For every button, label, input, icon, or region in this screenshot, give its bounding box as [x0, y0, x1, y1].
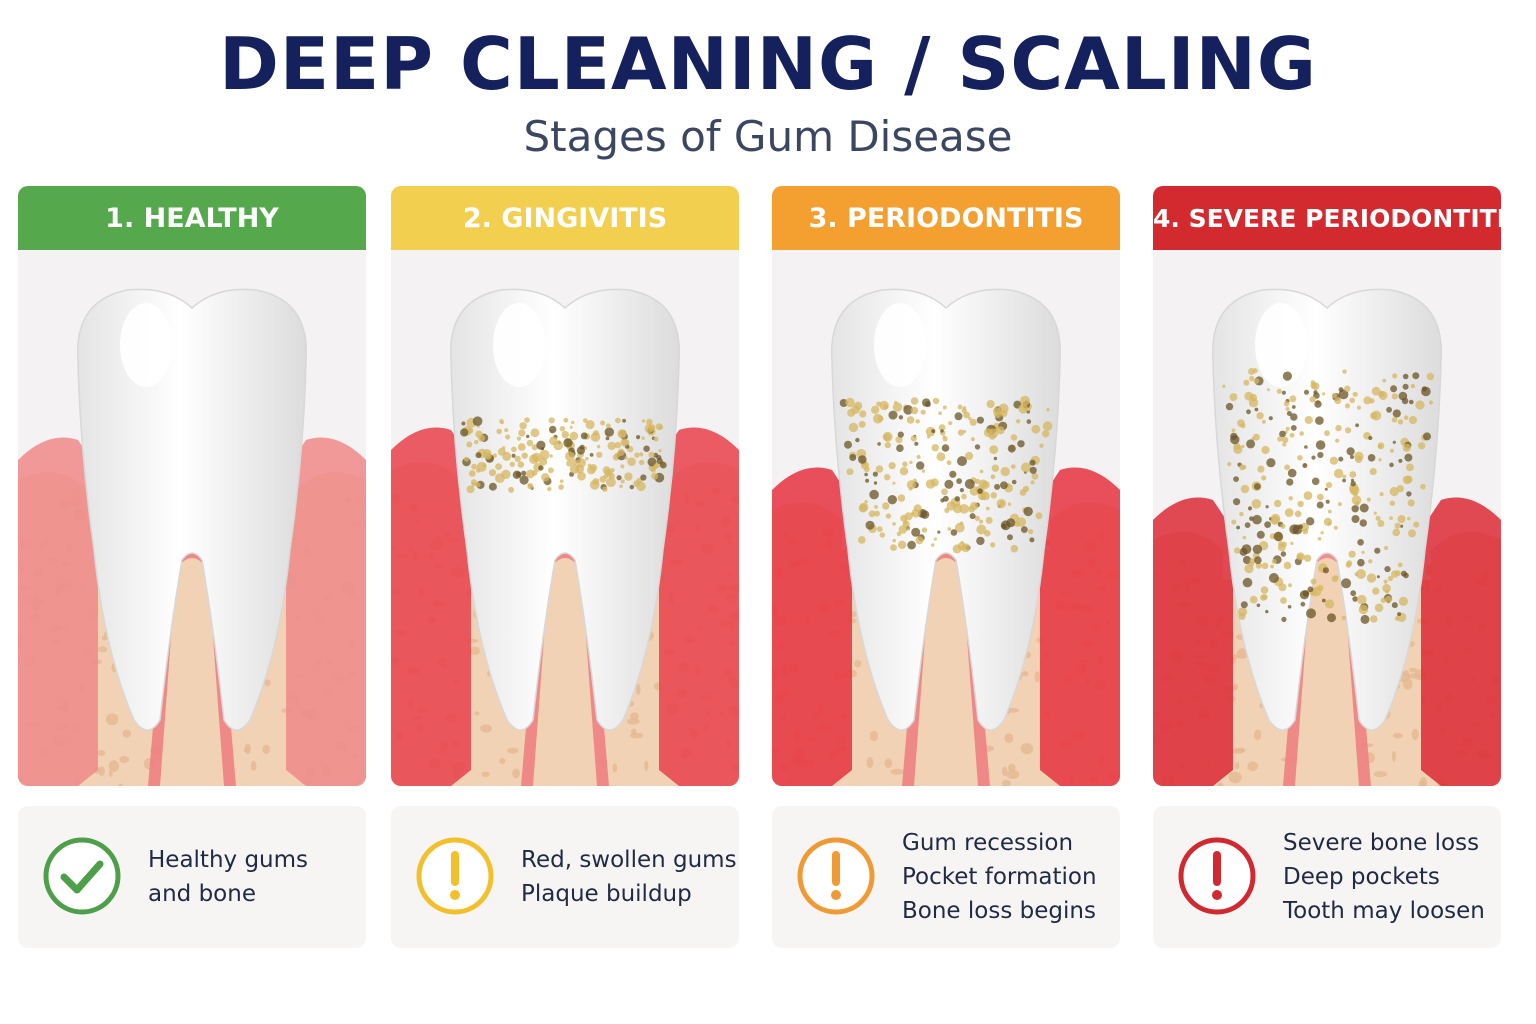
stage-description-line: and bone [148, 881, 256, 907]
stage-card-severe-periodontitis: 4. SEVERE PERIODONTITIS [1153, 186, 1501, 786]
stage-card-gingivitis: 2. GINGIVITIS [391, 186, 739, 786]
stage-header: 3. PERIODONTITIS [772, 186, 1120, 250]
stage-description-line: Gum recession [902, 830, 1074, 856]
stage-description-line: Bone loss begins [902, 898, 1096, 924]
page-subtitle: Stages of Gum Disease [523, 112, 1013, 161]
stage-info-gingivitis: Red, swollen gums Plaque buildup [391, 806, 739, 948]
stage-description-line: Plaque buildup [521, 881, 692, 907]
stage-description-line: Tooth may loosen [1283, 898, 1485, 924]
tooth-illustration-gingivitis [391, 250, 739, 786]
stage-description-line: Pocket formation [902, 864, 1097, 890]
stage-header: 1. HEALTHY [18, 186, 366, 250]
stage-description-line: Severe bone loss [1283, 830, 1480, 856]
tooth-illustration-periodontitis [772, 250, 1120, 786]
stage-description-line: Healthy gums [148, 847, 309, 873]
stage-header: 4. SEVERE PERIODONTITIS [1153, 186, 1501, 250]
exclamation-icon [416, 837, 494, 915]
stage-description-line: Deep pockets [1283, 864, 1440, 890]
stage-info-severe-periodontitis: Severe bone loss Deep pockets Tooth may … [1153, 806, 1501, 948]
exclamation-icon [797, 837, 875, 915]
stage-header: 2. GINGIVITIS [391, 186, 739, 250]
stage-card-periodontitis: 3. PERIODONTITIS [772, 186, 1120, 786]
exclamation-icon [1178, 837, 1256, 915]
stage-description-line: Red, swollen gums [521, 847, 737, 873]
stage-card-healthy: 1. HEALTHY [18, 186, 366, 786]
tooth-illustration-healthy [18, 250, 366, 786]
stage-info-healthy: Healthy gums and bone [18, 806, 366, 948]
tooth-illustration-severe [1153, 250, 1501, 786]
check-icon [43, 837, 121, 915]
page-title: DEEP CLEANING / SCALING [219, 22, 1317, 106]
stage-info-periodontitis: Gum recession Pocket formation Bone loss… [772, 806, 1120, 948]
